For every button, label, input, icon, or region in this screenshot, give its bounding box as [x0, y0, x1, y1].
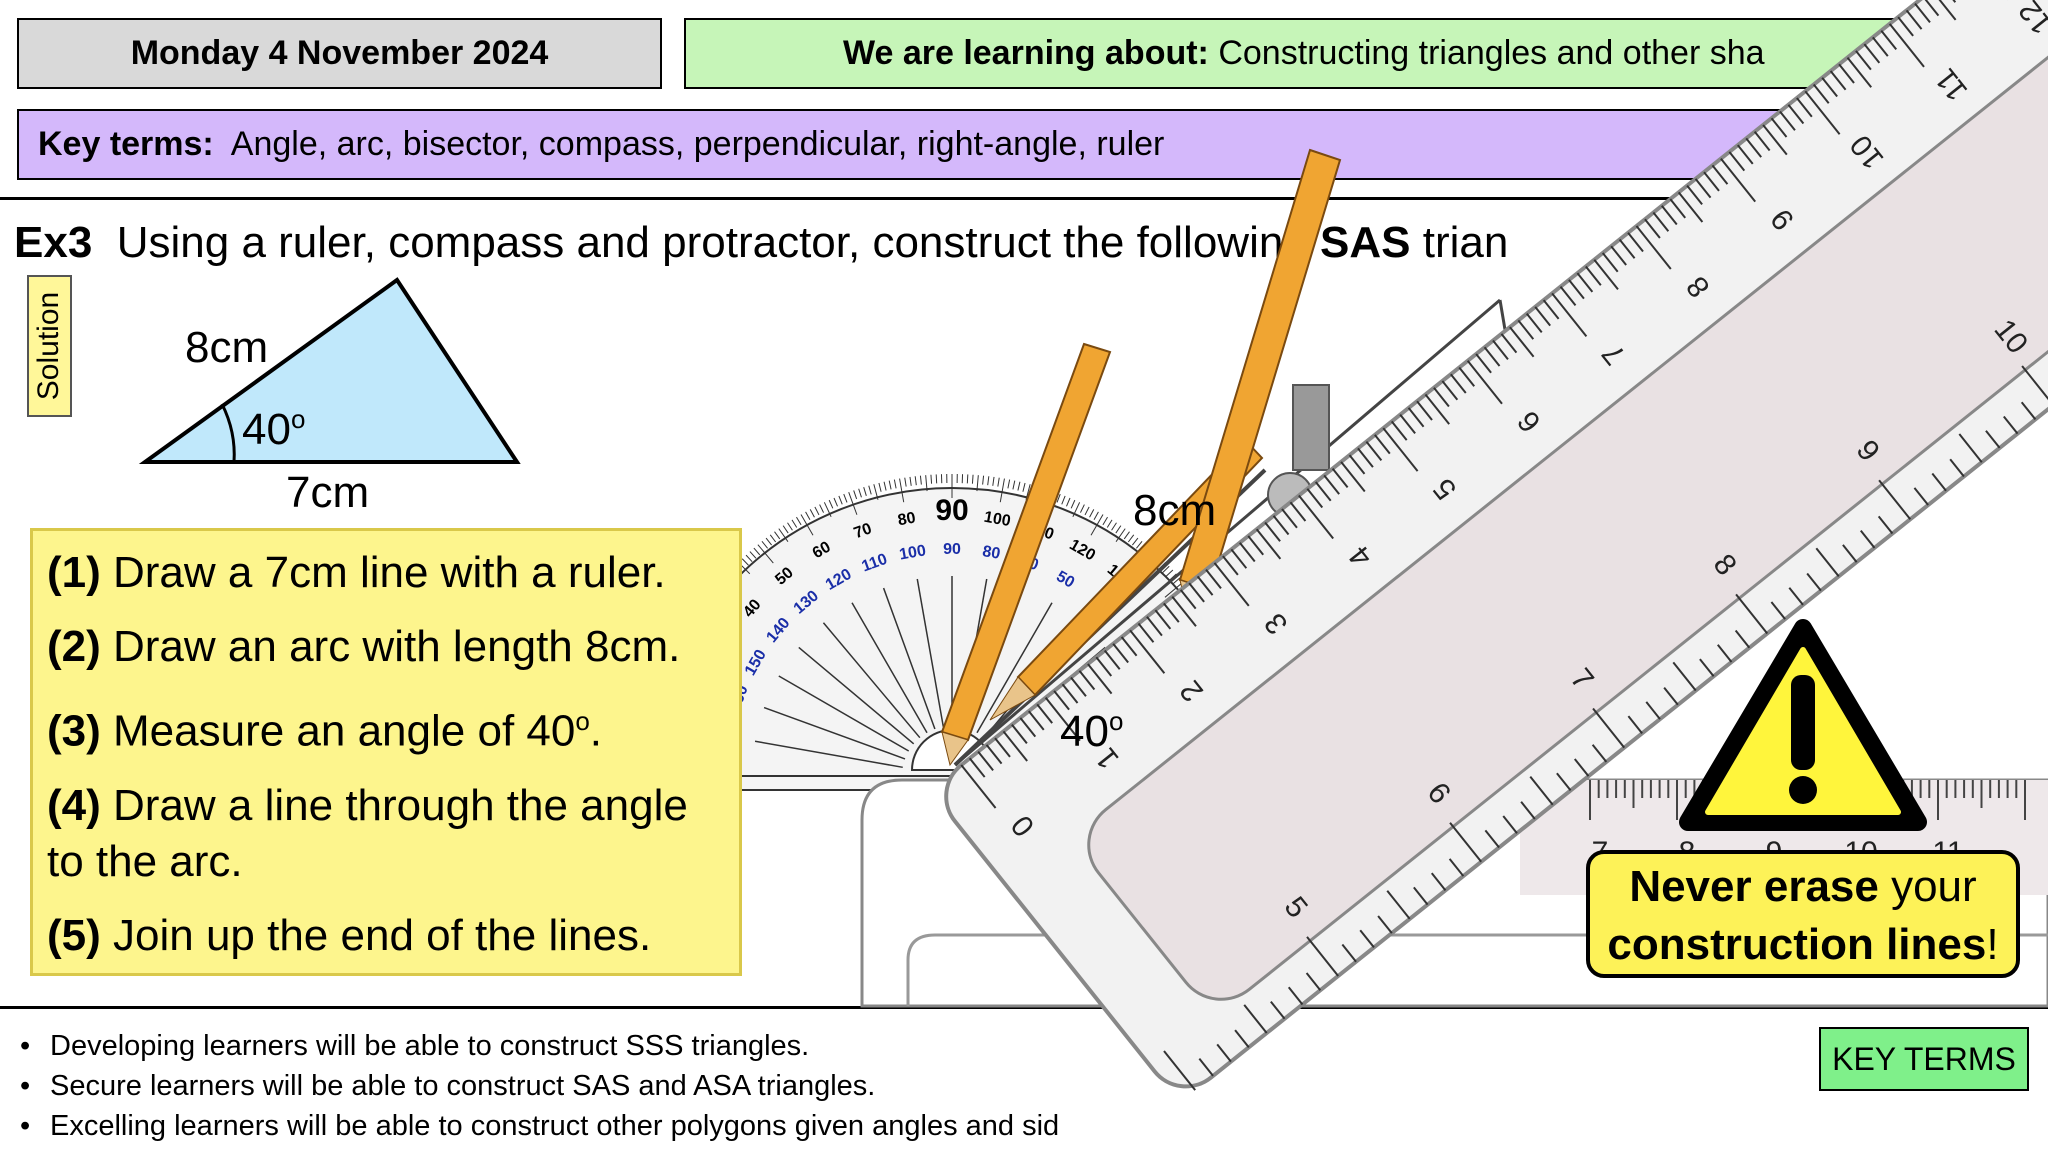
step-1: (1) Draw a 7cm line with a ruler. — [47, 548, 666, 597]
step-3: (3) Measure an angle of 40o. — [47, 706, 603, 756]
prompt-bold: SAS — [1320, 218, 1411, 267]
step-2: (2) Draw an arc with length 8cm. — [47, 622, 681, 671]
construction-arc-label: 8cm — [1133, 486, 1216, 535]
key-terms-label: Key terms: — [38, 125, 214, 163]
svg-text:80: 80 — [897, 510, 918, 530]
outcome-excelling: •Excelling learners will be able to cons… — [20, 1110, 1060, 1142]
learning-outcomes: •Developing learners will be able to con… — [20, 1026, 1059, 1146]
triangle-base-label: 7cm — [286, 468, 369, 517]
svg-text:100: 100 — [898, 542, 927, 563]
pencil-center — [989, 438, 1264, 721]
key-terms-text: Angle, arc, bisector, compass, perpendic… — [213, 125, 1165, 163]
steps-box: (1) Draw a 7cm line with a ruler. (2) Dr… — [30, 528, 742, 976]
outcome-secure: •Secure learners will be able to constru… — [20, 1070, 876, 1102]
construction-angle-label: 40o — [1060, 706, 1123, 756]
warning-label: Never erase your construction lines! — [1586, 850, 2020, 978]
triangle-diagram — [138, 277, 521, 464]
date-box: Monday 4 November 2024 — [17, 18, 662, 89]
learning-text: Constructing triangles and other sha — [1208, 34, 1765, 72]
triangle-angle-label: 40o — [242, 404, 305, 454]
svg-text:100: 100 — [983, 509, 1012, 530]
outcome-developing: •Developing learners will be able to con… — [20, 1030, 810, 1062]
example-prompt: Ex3 Using a ruler, compass and protracto… — [14, 218, 1508, 268]
svg-text:60: 60 — [810, 539, 834, 563]
pencil-left — [940, 342, 1112, 767]
svg-text:50: 50 — [1053, 568, 1077, 592]
compass-hinge — [1292, 384, 1330, 471]
step-5: (5) Join up the end of the lines. — [47, 910, 652, 960]
date-text: Monday 4 November 2024 — [130, 34, 549, 72]
step-4: (4) Draw a line through the angle to the… — [47, 780, 688, 886]
triangle-side-label: 8cm — [185, 323, 268, 372]
warning-triangle-icon — [1679, 619, 1927, 831]
key-terms-button[interactable]: KEY TERMS — [1819, 1027, 2029, 1091]
prompt-text: Using a ruler, compass and protractor, c… — [92, 218, 1218, 267]
svg-text:70: 70 — [852, 520, 875, 542]
angle-arc — [220, 403, 236, 463]
header-divider — [0, 197, 2048, 200]
solution-button[interactable]: Solution — [27, 275, 72, 417]
svg-text:90: 90 — [935, 494, 968, 527]
svg-text:90: 90 — [943, 541, 961, 558]
key-terms-box: Key terms: Angle, arc, bisector, compass… — [17, 109, 1857, 180]
learning-label: We are learning about: — [843, 34, 1209, 72]
svg-text:80: 80 — [981, 543, 1002, 563]
key-terms-button-label: KEY TERMS — [1832, 1040, 2016, 1077]
example-label: Ex3 — [14, 218, 93, 267]
prompt-end: trian — [1410, 218, 1509, 267]
